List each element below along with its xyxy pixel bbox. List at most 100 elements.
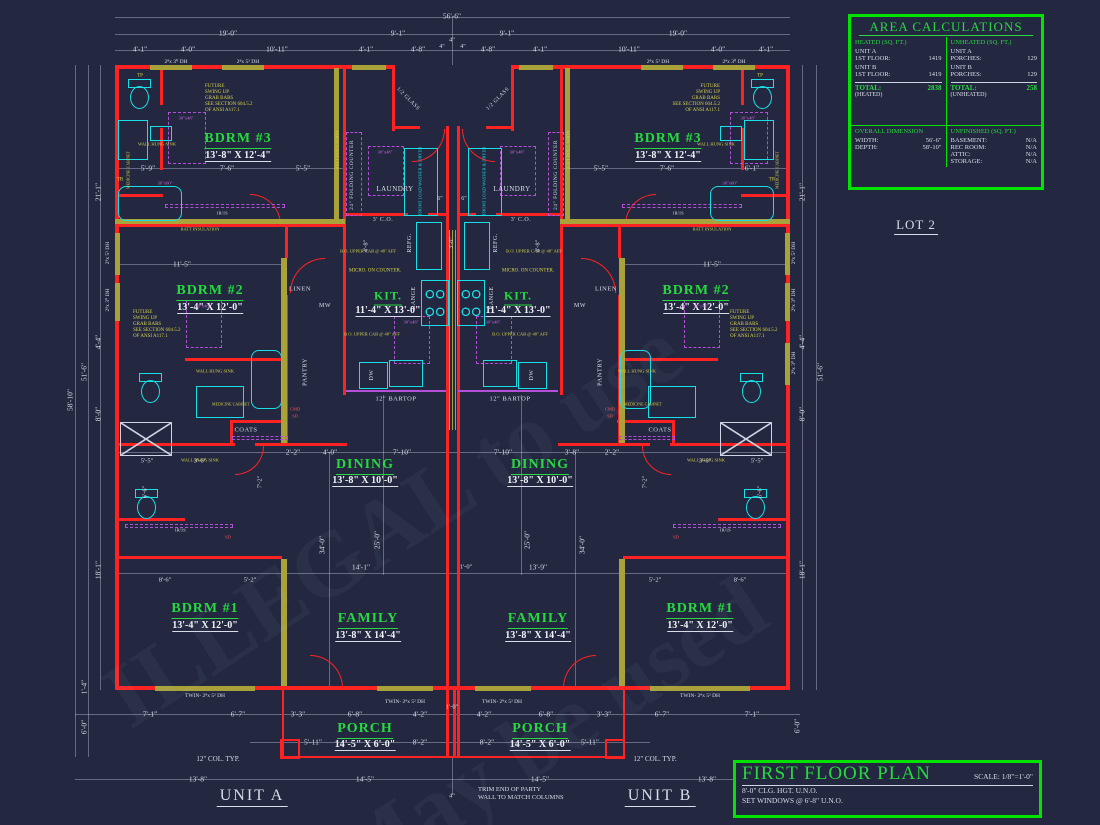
toilet-fixture <box>742 380 761 403</box>
cased-opening-label: 3' C.O. <box>372 217 394 223</box>
dim: 6'-6" <box>756 485 764 499</box>
batt-insulation-label: BATT INSULATION <box>692 226 732 232</box>
insulated-wall <box>334 68 339 224</box>
range <box>457 280 485 326</box>
note-line: GRAB BARS <box>691 96 720 101</box>
upper-cab-note: B.O. UPPER CAB @ 48" AFF <box>492 331 548 337</box>
row-label: WIDTH: <box>855 137 879 144</box>
dim-line <box>620 264 790 265</box>
toilet-tank <box>751 79 774 88</box>
wall <box>618 224 621 258</box>
dim: 13'-8" <box>697 774 717 784</box>
dim-line <box>75 65 76 757</box>
wall <box>672 420 675 446</box>
party-wall <box>446 126 449 757</box>
wall <box>560 224 790 227</box>
room-label-bdrm1-b: BDRM #1 <box>666 601 734 619</box>
door-swing <box>563 655 596 688</box>
unheated-row: PORCHES: 129 <box>951 55 1038 62</box>
dim: 9'-1" <box>499 28 515 38</box>
wall <box>285 224 288 258</box>
shower <box>744 120 774 160</box>
dim-line <box>816 65 817 690</box>
bathtub <box>710 186 774 221</box>
clearance-label: 30"x48" <box>377 149 393 155</box>
closet-shelf-label: 1R/1S <box>174 527 186 533</box>
batt-insulation-label: BATT INSULATION <box>180 226 220 232</box>
row-value: 56'-6" <box>925 137 942 144</box>
unfinished-row: BASEMENT: N/A <box>951 137 1038 144</box>
toilet-fixture <box>746 496 765 519</box>
room-dims: 13'-4" X 12'-0" <box>172 620 238 632</box>
closet-shelf <box>622 204 742 208</box>
wall <box>160 65 163 105</box>
sink <box>150 126 172 141</box>
dim-line <box>115 452 790 453</box>
row-value: 58'-10" <box>922 144 942 151</box>
dim: 1'-0" <box>459 563 473 571</box>
dim: 7'-2" <box>256 475 264 489</box>
sd-label: SD <box>225 534 231 540</box>
unheated-header: UNHEATED (SQ. FT.) <box>950 39 1012 46</box>
room-dims: 13'-4" X 12'-0" <box>667 620 733 632</box>
row-value: N/A <box>1025 158 1037 165</box>
wall <box>160 128 163 170</box>
unit-a-label: UNIT A <box>216 787 288 807</box>
dim: 18'-1" <box>797 560 807 580</box>
wall <box>718 518 790 521</box>
unfinished-column: UNFINISHED (SQ. FT.) BASEMENT: N/A REC R… <box>947 126 1042 167</box>
grab-bar-note: FUTURE SWING UP GRAB BARS SEE SECTION 60… <box>205 84 277 114</box>
room-label-laundry-a: LAUNDRY <box>376 185 414 193</box>
dim: 6'-1" <box>744 163 760 173</box>
dim-line <box>115 17 790 18</box>
micro-note: MICRO. ON COUNTER. <box>501 268 555 274</box>
room-dims: 11'-4" X 13'-0" <box>485 305 551 317</box>
note-line: GRAB BARS <box>205 96 234 101</box>
wall <box>115 556 282 559</box>
dim: 5'-9" <box>140 163 156 173</box>
dim: 9'-1" <box>390 28 406 38</box>
room-label-bdrm1-a: BDRM #1 <box>171 601 239 619</box>
toilet-tank <box>740 373 763 382</box>
dim-line <box>521 395 522 575</box>
total-value: 2838 <box>927 84 942 92</box>
room-dims: 13'-4" X 12'-0" <box>177 302 243 314</box>
room-dims: 14'-5" X 6'-0" <box>334 739 396 751</box>
window <box>222 65 264 70</box>
wall-hung-sink-label: WALL HUNG SINK <box>617 368 657 374</box>
microwave-label: MW <box>574 303 586 309</box>
note-line: SWING UP <box>730 316 755 321</box>
dim: 14'-1" <box>351 562 371 572</box>
window <box>150 65 192 70</box>
closet-label-coats: COATS <box>234 426 258 434</box>
row-label: 1ST FLOOR: <box>855 55 891 62</box>
row-value: N/A <box>1025 151 1037 158</box>
dim-line <box>115 34 790 35</box>
row-label: PORCHES: <box>950 71 982 78</box>
row-label: ATTIC: <box>950 151 971 158</box>
porch-outline <box>282 688 456 758</box>
note-line: SWING UP <box>133 316 158 321</box>
dim: 4'-8" <box>480 44 496 54</box>
dishwasher-label: DW <box>529 369 535 381</box>
medicine-cabinet-label: MEDICINE CABINET <box>125 151 131 189</box>
dim-line <box>560 168 790 169</box>
closet-shelf-label: 1R/1S <box>719 527 731 533</box>
dim-line <box>100 65 101 690</box>
dim: 7'-1" <box>142 709 158 719</box>
dim: 6'-8" <box>538 709 554 719</box>
heated-column: HEATED (SQ. FT.) UNIT A 1ST FLOOR: 1419 … <box>851 37 947 125</box>
clearance-box <box>500 146 536 196</box>
unheated-total-sub: (UNHEATED) <box>950 92 987 98</box>
room-label-family-b: FAMILY <box>507 611 569 629</box>
insulated-wall <box>619 258 625 443</box>
closet-shelf-label: 1R/1S <box>216 210 228 216</box>
wall-hung-sink-label: WALL HUNG SINK <box>686 457 726 463</box>
dim: 4'-8" <box>362 239 370 253</box>
range-label: RANGE <box>411 286 417 310</box>
refrigerator-label: REFG. <box>493 233 499 253</box>
note-line: GRAB BARS <box>133 322 162 327</box>
overall-row: WIDTH: 56'-6" <box>855 137 942 144</box>
row-label: DEPTH: <box>855 144 878 151</box>
party-wall-insulation <box>449 230 457 430</box>
